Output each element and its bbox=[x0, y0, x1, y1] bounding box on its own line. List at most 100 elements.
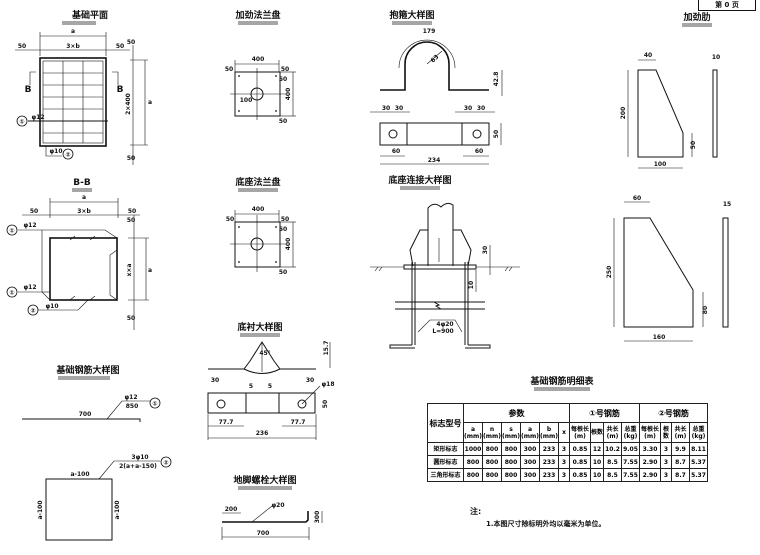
rib2-top: 60 bbox=[633, 195, 641, 202]
subheader-cell: 每根长 (m) bbox=[569, 422, 591, 443]
table-cell: 10 bbox=[590, 455, 604, 469]
bar1-marker: ① bbox=[152, 401, 157, 408]
table-cell: 0.85 bbox=[569, 455, 591, 469]
dim-top: 50 bbox=[279, 76, 287, 83]
foundation-outline bbox=[39, 57, 107, 147]
section-b-b: B-B a 3×b 50 50 50 50 x×a a ① φ12 ① φ12 … bbox=[6, 178, 152, 330]
table-cell: 233 bbox=[539, 468, 559, 482]
dim-bottom: 50 bbox=[127, 155, 135, 162]
table-cell: 3 bbox=[558, 468, 570, 482]
dim-30-d: 30 bbox=[477, 105, 485, 112]
table-cell: 0.85 bbox=[569, 442, 591, 456]
rib2-shape bbox=[623, 217, 694, 328]
page-number-box: 第 0 页 bbox=[698, 0, 756, 11]
dim-total: 234 bbox=[428, 157, 441, 164]
dim-30-b: 30 bbox=[395, 105, 403, 112]
bar1-marker-top: ① bbox=[9, 228, 14, 235]
dim-bottom: 50 bbox=[279, 118, 287, 125]
dim-radius: 63 bbox=[430, 54, 441, 65]
table-cell: 2.90 bbox=[639, 455, 661, 469]
dim-bottom: 50 bbox=[279, 269, 287, 276]
stiffening-rib-2: 60 250 80 160 15 bbox=[606, 195, 731, 342]
bar2-dia: φ10 bbox=[45, 303, 58, 310]
bar2-side: a-100 bbox=[70, 471, 89, 478]
bar1-dia-top: φ12 bbox=[23, 222, 36, 229]
bar1-marker: ① bbox=[19, 119, 24, 126]
dim-total: 236 bbox=[256, 430, 269, 437]
rebar-schedule-table: 标志型号 参数 ①号钢筋 ②号钢筋 a (mm)n (mm)s (mm)a (m… bbox=[427, 403, 708, 482]
dim-right: 50 bbox=[281, 66, 289, 73]
bar2-marker: ② bbox=[30, 308, 35, 315]
dim-center: 100 bbox=[240, 97, 253, 104]
row-type-cell: 矩形标志 bbox=[427, 442, 464, 456]
table-cell: 12 bbox=[590, 442, 604, 456]
table-cell: 10.2 bbox=[603, 442, 622, 456]
table-cell: 300 bbox=[520, 442, 540, 456]
subheader-cell: 总重 (kg) bbox=[621, 422, 640, 443]
table-cell: 9.05 bbox=[621, 442, 640, 456]
dim-left: 50 bbox=[225, 66, 233, 73]
subheader-cell: n (mm) bbox=[482, 422, 502, 443]
liner-angle: 45° bbox=[259, 350, 270, 357]
section-mark-left: B bbox=[25, 85, 32, 95]
header-params: 参数 bbox=[463, 403, 570, 423]
plan-title: 基础平面 bbox=[71, 9, 108, 21]
base-connection-detail: 底座连接大样图 30 10 4φ20 L=900 bbox=[370, 174, 520, 349]
dim-3xb: 3×b bbox=[66, 43, 80, 50]
dim-left: 50 bbox=[226, 216, 234, 223]
table-cell: 233 bbox=[539, 455, 559, 469]
rib2-end: 80 bbox=[702, 306, 709, 314]
table-cell: 8.11 bbox=[689, 442, 708, 456]
foundation-plan: 基础平面 a 3×b 50 50 50 50 2×400 a B B ① φ12… bbox=[15, 9, 152, 165]
subheader-cell: b (mm) bbox=[539, 422, 559, 443]
dim-bottom: 50 bbox=[127, 315, 135, 322]
bar2-left: a-100 bbox=[37, 500, 44, 519]
table-cell: 800 bbox=[463, 455, 483, 469]
stiffened-flange: 加劲法兰盘 400 50 50 400 100 50 50 bbox=[225, 9, 296, 125]
table-cell: 3.30 bbox=[639, 442, 661, 456]
dim-width: 50 bbox=[493, 130, 500, 138]
bar2-marker: ② bbox=[163, 460, 168, 467]
dim-top: 50 bbox=[127, 217, 135, 224]
bar1-marker-bottom: ① bbox=[9, 290, 14, 297]
dim-right: 50 bbox=[281, 216, 289, 223]
dim-3xb: 3×b bbox=[77, 208, 91, 215]
subheader-cell: 共长 (m) bbox=[671, 422, 690, 443]
table-cell: 800 bbox=[482, 455, 502, 469]
bar2-right: a-100 bbox=[114, 500, 121, 519]
rib-title: 加劲肋 bbox=[682, 11, 710, 23]
dim-30-c: 30 bbox=[464, 105, 472, 112]
section-title: B-B bbox=[73, 178, 91, 188]
table-cell: 8.7 bbox=[671, 455, 690, 469]
bolt-length: L=900 bbox=[432, 328, 453, 335]
table-cell: 800 bbox=[482, 442, 502, 456]
table-cell: 7.55 bbox=[621, 455, 640, 469]
header-type: 标志型号 bbox=[427, 403, 464, 443]
subheader-cell: a (mm) bbox=[463, 422, 483, 443]
table-cell: 800 bbox=[482, 468, 502, 482]
dim-30-a: 30 bbox=[382, 105, 390, 112]
row-type-cell: 圆形标志 bbox=[427, 455, 464, 469]
row-type-cell: 三角形标志 bbox=[427, 468, 464, 482]
dim-hook: 200 bbox=[225, 506, 238, 513]
dim-dia: φ20 bbox=[271, 502, 284, 509]
dim-vert-a: a bbox=[148, 99, 152, 106]
stiff-flange-title: 加劲法兰盘 bbox=[234, 9, 280, 21]
dim-left-30: 30 bbox=[211, 377, 219, 384]
rib1-thickness: 10 bbox=[712, 54, 720, 61]
bar1-dia: φ12 bbox=[124, 394, 137, 401]
dim-right: 50 bbox=[128, 208, 136, 215]
dim-left: 50 bbox=[18, 43, 26, 50]
subheader-cell: 每根长 (m) bbox=[639, 422, 661, 443]
dim-right: 50 bbox=[116, 43, 124, 50]
dim-edge-left: 77.7 bbox=[219, 419, 234, 426]
hoop-detail: 抱箍大样图 179 63 42.8 30 30 30 30 50 60 60 2… bbox=[370, 9, 503, 165]
table-cell: 3 bbox=[660, 468, 672, 482]
liner-detail: 底衬大样图 45° 15.7 30 30 5 5 φ18 50 77.7 77.… bbox=[207, 321, 335, 440]
bar2-shape bbox=[45, 478, 113, 541]
table-cell: 3 bbox=[660, 442, 672, 456]
